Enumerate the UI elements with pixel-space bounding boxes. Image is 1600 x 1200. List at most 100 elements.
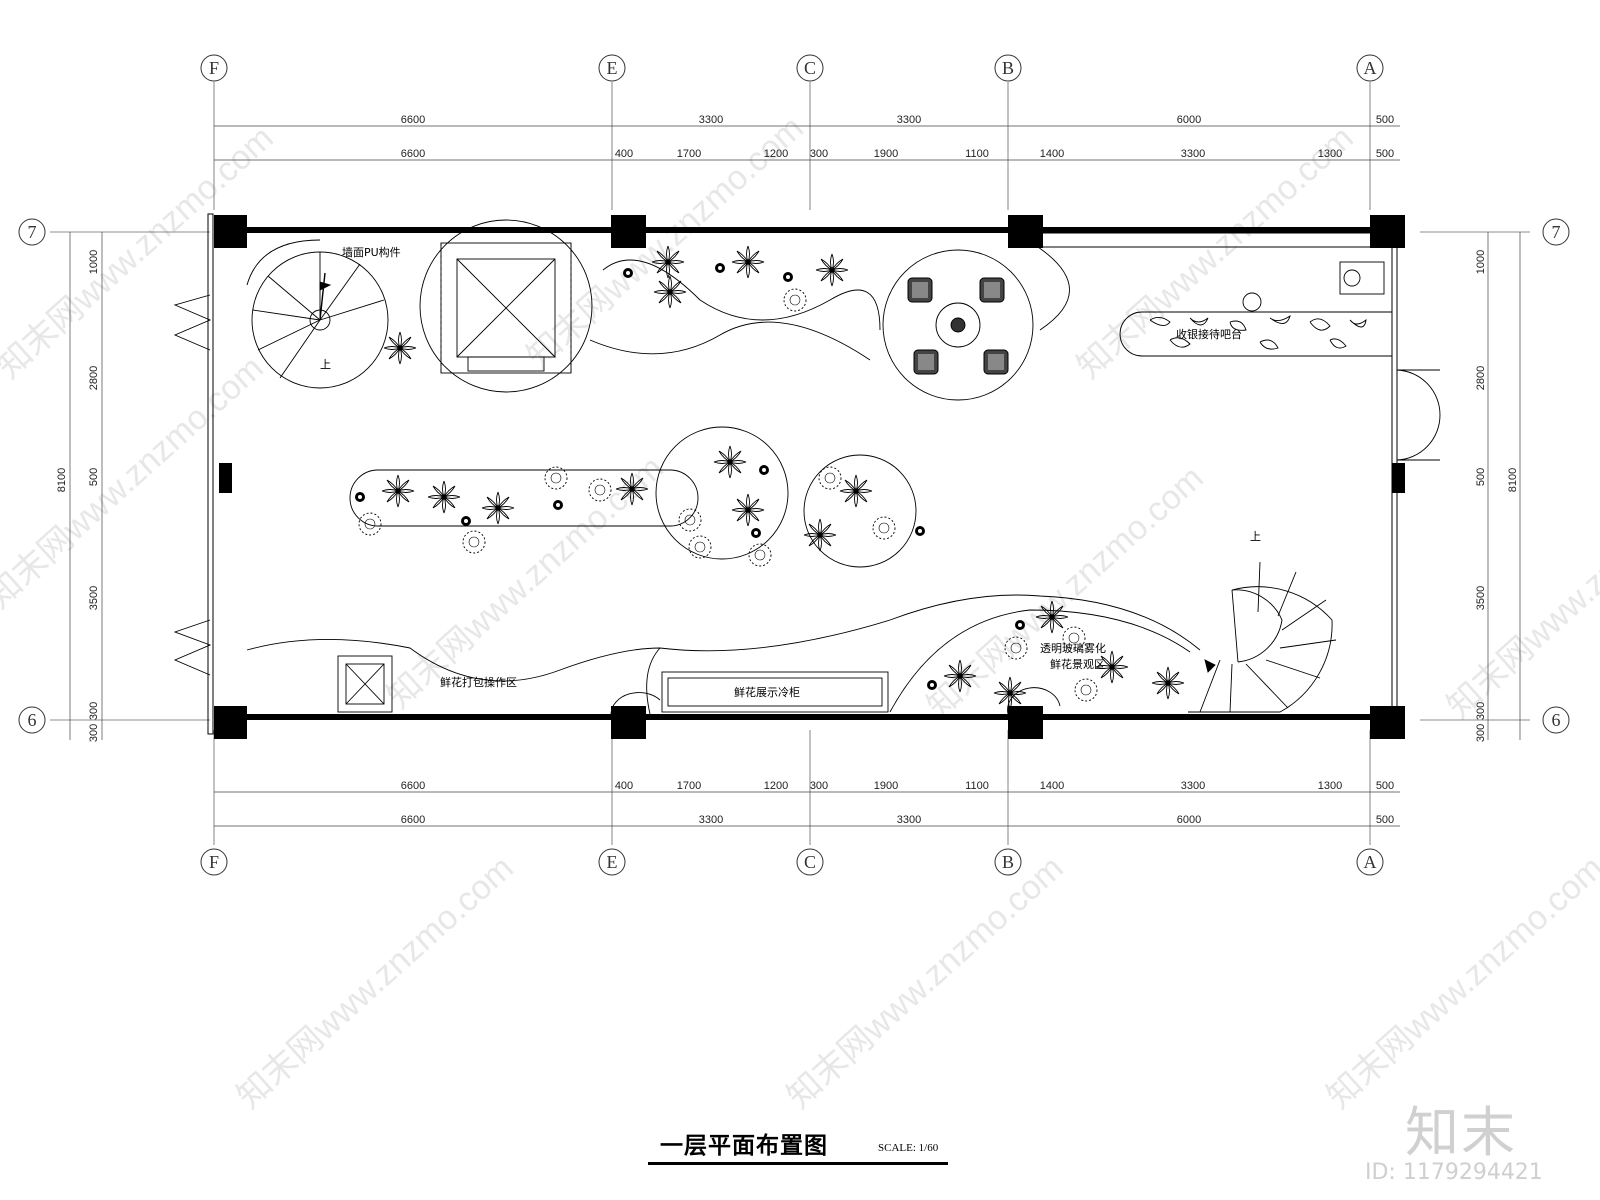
- title-underline: [648, 1162, 948, 1165]
- display-fridge-label: 鲜花展示冷柜: [734, 685, 800, 699]
- axis-label: B: [1002, 852, 1014, 872]
- dim-label: 8100: [1507, 468, 1519, 492]
- structural-columns: [214, 215, 1405, 739]
- dim-label: 2800: [88, 366, 100, 390]
- dim-label: 3300: [699, 114, 723, 126]
- row-axis-markers: 7 6 7 6: [18, 218, 1570, 734]
- dim-label: 2800: [1475, 366, 1487, 390]
- elevator-shaft: [419, 219, 593, 393]
- axis-label: E: [607, 852, 618, 872]
- glass-mist-label: 透明玻璃雾化: [1040, 641, 1106, 655]
- dimension-lines: [69, 125, 1521, 827]
- axis-label: C: [804, 852, 816, 872]
- packing-area-label: 鲜花打包操作区: [440, 675, 517, 689]
- column-axis-markers-bottom: F E C B A: [200, 848, 1384, 876]
- dimension-texts-top-outer: 6600 3300 3300 6000 500: [401, 114, 1394, 126]
- dim-label: 500: [1376, 780, 1394, 792]
- dim-label: 1900: [874, 780, 898, 792]
- dimension-texts-right: 1000 2800 500 3500 300 300 8100: [1475, 250, 1519, 742]
- dim-label: 3300: [897, 814, 921, 826]
- dimension-texts-left: 1000 2800 500 3500 300 300 8100: [56, 250, 100, 742]
- dim-label: 400: [615, 780, 633, 792]
- stair-up-label-right: 上: [1250, 530, 1261, 543]
- svg-text:知末网www.znzmo.com: 知末网www.znzmo.com: [380, 449, 671, 716]
- wall-pu-label: 墙面PU构件: [342, 245, 401, 259]
- dim-label: 300: [1475, 702, 1487, 720]
- dim-label: 400: [615, 148, 633, 160]
- dim-label: 500: [1475, 468, 1487, 486]
- dimension-texts-top-inner: 6600 400 1700 1200 300 1900 1100 1400 33…: [401, 148, 1394, 160]
- axis-label: F: [209, 58, 219, 78]
- dim-label: 3300: [897, 114, 921, 126]
- cashier-counter: [1119, 261, 1393, 357]
- dim-label: 300: [88, 724, 100, 742]
- dim-label: 6600: [401, 814, 425, 826]
- axis-label: F: [209, 852, 219, 872]
- dim-label: 1100: [965, 780, 989, 792]
- dim-label: 1300: [1318, 780, 1342, 792]
- svg-text:知末网www.znzmo.com: 知末网www.znzmo.com: [230, 849, 521, 1116]
- column-axis-markers-top: F E C B A: [200, 54, 1384, 82]
- axis-label: 7: [28, 222, 37, 242]
- left-window-frames: [173, 294, 212, 676]
- entrance-doors: [1396, 369, 1441, 461]
- bottom-wave-zones: [246, 594, 1201, 715]
- axis-label: C: [804, 58, 816, 78]
- dim-label: 1200: [764, 780, 788, 792]
- axis-label: 6: [28, 710, 37, 730]
- dim-label: 1200: [764, 148, 788, 160]
- dim-label: 6600: [401, 780, 425, 792]
- dim-label: 300: [810, 780, 828, 792]
- dim-label: 500: [88, 468, 100, 486]
- svg-text:知末网www.znzmo.com: 知末网www.znzmo.com: [1320, 849, 1600, 1116]
- dim-label: 1400: [1040, 780, 1064, 792]
- dim-label: 6600: [401, 148, 425, 160]
- svg-text:知末网www.znzmo.com: 知末网www.znzmo.com: [0, 119, 281, 386]
- dim-label: 1300: [1318, 148, 1342, 160]
- dim-label: 3300: [1181, 780, 1205, 792]
- spiral-staircase-left: [246, 239, 389, 389]
- axis-label: B: [1002, 58, 1014, 78]
- dim-label: 3500: [1475, 586, 1487, 610]
- dim-label: 3300: [1181, 148, 1205, 160]
- dim-label: 1900: [874, 148, 898, 160]
- dim-label: 1100: [965, 148, 989, 160]
- dimension-texts-bottom-inner: 6600 400 1700 1200 300 1900 1100 1400 33…: [401, 780, 1394, 792]
- dim-label: 500: [1376, 814, 1394, 826]
- top-flower-wave: [589, 259, 881, 361]
- drawing-title: 一层平面布置图: [660, 1132, 828, 1159]
- dim-label: 6000: [1177, 114, 1201, 126]
- dim-label: 1400: [1040, 148, 1064, 160]
- dim-label: 300: [1475, 724, 1487, 742]
- dim-label: 6600: [401, 114, 425, 126]
- axis-label: A: [1364, 852, 1377, 872]
- dimension-texts-bottom-outer: 6600 3300 3300 6000 500: [401, 814, 1394, 826]
- stair-up-label-left: 上: [320, 358, 331, 371]
- axis-label: 7: [1552, 222, 1561, 242]
- axis-label: 6: [1552, 710, 1561, 730]
- flower-landscape-label: 鲜花景观区: [1050, 657, 1105, 671]
- scale-label: SCALE: 1/60: [878, 1142, 939, 1154]
- dim-label: 6000: [1177, 814, 1201, 826]
- dim-label: 8100: [56, 468, 68, 492]
- spiral-staircase-right: [1188, 561, 1337, 713]
- dim-label: 500: [1376, 148, 1394, 160]
- axis-label: A: [1364, 58, 1377, 78]
- image-id-watermark: ID: 1179294421: [1365, 1160, 1543, 1185]
- dim-label: 3500: [88, 586, 100, 610]
- dim-label: 300: [88, 702, 100, 720]
- cashier-label: 收银接待吧台: [1176, 327, 1242, 341]
- dim-label: 1700: [677, 148, 701, 160]
- dim-label: 1000: [88, 250, 100, 274]
- round-table-area: [882, 246, 1070, 401]
- dim-label: 300: [810, 148, 828, 160]
- central-planter-bed: [349, 426, 917, 568]
- svg-text:知末网www.znzmo.com: 知末网www.znzmo.com: [780, 849, 1071, 1116]
- dim-label: 1700: [677, 780, 701, 792]
- axis-label: E: [607, 58, 618, 78]
- axis-lines: [50, 82, 1530, 845]
- watermark-layer: 知末网www.znzmo.com 知末网www.znzmo.com 知末网www…: [0, 109, 1600, 1116]
- dim-label: 1000: [1475, 250, 1487, 274]
- brand-watermark: 知末: [1405, 1101, 1517, 1164]
